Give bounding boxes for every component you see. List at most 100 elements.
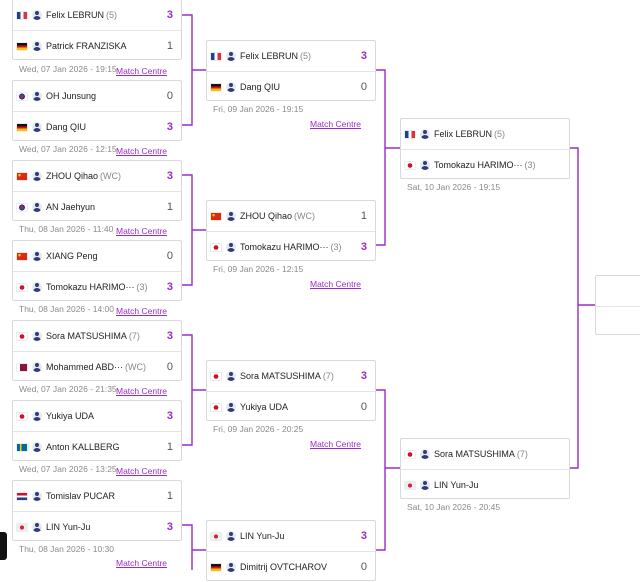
match-centre-link[interactable]: Match Centre	[116, 226, 168, 236]
player-row[interactable]: Tomokazu HARIMO···(3)	[401, 149, 569, 180]
player-name[interactable]: Sora MATSUSHIMA	[240, 371, 321, 381]
match-centre-link[interactable]: Match Centre	[310, 119, 362, 129]
match-centre-link[interactable]: Match Centre	[116, 558, 168, 568]
match-date: Thu, 08 Jan 2026 - 14:00	[19, 304, 114, 314]
match-date: Sat, 10 Jan 2026 - 19:15	[407, 182, 501, 192]
player-score: 3	[166, 281, 173, 293]
player-row[interactable]: Mohammed ABD···(WC)0	[13, 351, 181, 382]
player-score: 3	[360, 241, 367, 253]
player-name[interactable]: LIN Yun-Ju	[434, 480, 479, 490]
flag-icon	[17, 11, 27, 19]
player-row[interactable]: Tomokazu HARIMO···(3)3	[207, 231, 375, 262]
player-score: 3	[166, 9, 173, 21]
flag-icon	[17, 123, 27, 131]
player-name[interactable]: Dang QIU	[240, 82, 281, 92]
player-name[interactable]: Felix LEBRUN	[46, 10, 105, 20]
match-centre-link[interactable]: Match Centre	[116, 146, 168, 156]
player-row[interactable]: Sora MATSUSHIMA(7)	[401, 439, 569, 469]
match-date: Fri, 09 Jan 2026 - 20:25	[213, 424, 304, 434]
player-avatar-icon	[420, 129, 430, 139]
player-score: 3	[360, 370, 367, 382]
match-centre-link[interactable]: Match Centre	[116, 306, 168, 316]
player-name[interactable]: Tomokazu HARIMO···	[240, 242, 329, 252]
match-centre-link[interactable]: Match Centre	[116, 466, 168, 476]
flag-icon	[211, 52, 221, 60]
player-row[interactable]: Tomokazu HARIMO···(3)3	[13, 271, 181, 302]
final-match-card[interactable]	[595, 275, 640, 335]
player-avatar-icon	[32, 282, 42, 292]
player-seed: (7)	[322, 371, 334, 381]
player-name[interactable]: XIANG Peng	[46, 251, 98, 261]
player-name[interactable]: Patrick FRANZISKA	[46, 41, 127, 51]
flag-icon	[405, 450, 415, 458]
match-centre-link[interactable]: Match Centre	[310, 439, 362, 449]
player-name[interactable]: Tomislav PUCAR	[46, 491, 116, 501]
player-avatar-icon	[32, 411, 42, 421]
match-centre-link[interactable]: Match Centre	[310, 279, 362, 289]
player-row[interactable]: Felix LEBRUN(5)3	[207, 41, 375, 71]
player-name[interactable]: OH Junsung	[46, 91, 97, 101]
player-name[interactable]: Dimitrij OVTCHAROV	[240, 562, 327, 572]
player-row[interactable]: Tomislav PUCAR 1	[13, 481, 181, 511]
player-name[interactable]: Dang QIU	[46, 122, 87, 132]
player-row[interactable]: ZHOU Qihao(WC)3	[13, 161, 181, 191]
match-card[interactable]: Sora MATSUSHIMA(7) LIN Yun-Ju	[400, 438, 570, 499]
player-name[interactable]: ZHOU Qihao	[240, 211, 293, 221]
match-centre-link[interactable]: Match Centre	[116, 386, 168, 396]
player-name[interactable]: Yukiya UDA	[240, 402, 289, 412]
match-card[interactable]: Felix LEBRUN(5)Tomokazu HARIMO···(3)	[400, 118, 570, 179]
player-row[interactable]: Sora MATSUSHIMA(7)3	[13, 321, 181, 351]
player-avatar-icon	[32, 442, 42, 452]
player-name[interactable]: Felix LEBRUN	[240, 51, 299, 61]
match-centre-link[interactable]: Match Centre	[116, 66, 168, 76]
player-name[interactable]: Felix LEBRUN	[434, 129, 493, 139]
player-name[interactable]: AN Jaehyun	[46, 202, 96, 212]
player-row[interactable]: Felix LEBRUN(5)3	[13, 0, 181, 30]
player-name[interactable]: Yukiya UDA	[46, 411, 95, 421]
player-name[interactable]: LIN Yun-Ju	[46, 522, 91, 532]
side-panel-tab[interactable]	[0, 532, 7, 560]
player-name[interactable]: Anton KALLBERG	[46, 442, 120, 452]
player-name[interactable]: Sora MATSUSHIMA	[46, 331, 127, 341]
player-name[interactable]: ZHOU Qihao	[46, 171, 99, 181]
player-name[interactable]: Mohammed ABD···	[46, 362, 124, 372]
player-seed: (WC)	[100, 171, 122, 181]
player-avatar-icon	[420, 480, 430, 490]
player-name[interactable]: Sora MATSUSHIMA	[434, 449, 515, 459]
player-score: 1	[166, 490, 173, 502]
player-name[interactable]: LIN Yun-Ju	[240, 531, 285, 541]
player-row[interactable]: Felix LEBRUN(5)	[401, 119, 569, 149]
player-score: 3	[360, 530, 367, 542]
player-avatar-icon	[226, 402, 236, 412]
flag-icon	[211, 83, 221, 91]
player-row[interactable]: LIN Yun-Ju	[401, 469, 569, 500]
player-name[interactable]: Tomokazu HARIMO···	[434, 160, 523, 170]
player-name[interactable]: Tomokazu HARIMO···	[46, 282, 135, 292]
player-seed: (WC)	[125, 362, 147, 372]
player-row[interactable]: LIN Yun-Ju 3	[207, 521, 375, 551]
player-row[interactable]: Sora MATSUSHIMA(7) 3	[207, 361, 375, 391]
player-row[interactable]: ZHOU Qihao(WC)1	[207, 201, 375, 231]
